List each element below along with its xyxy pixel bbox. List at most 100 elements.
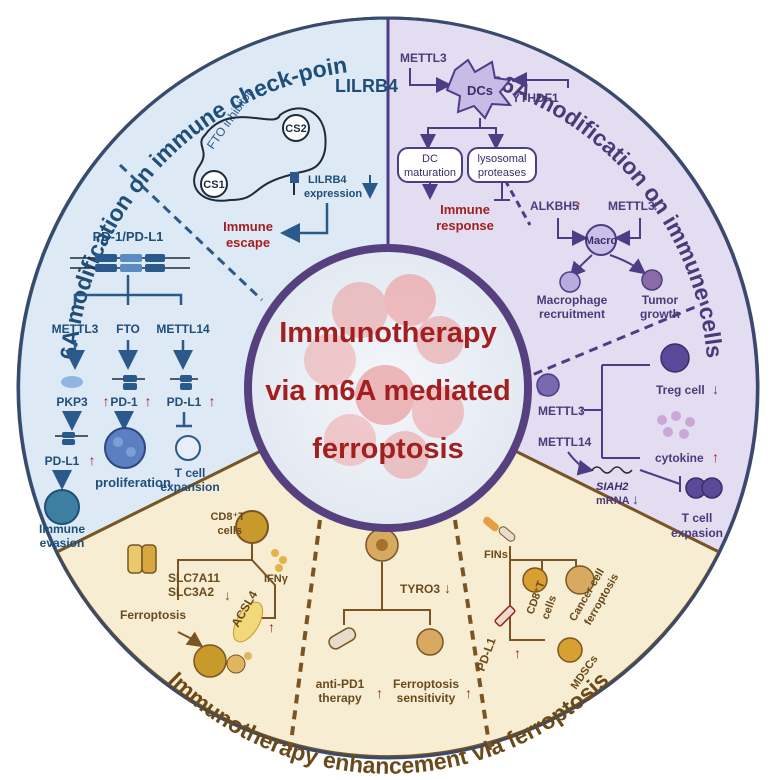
down-arrow-icon: ↓: [652, 197, 659, 213]
tumor-cell-cluster-icon: [104, 427, 146, 469]
down-arrow-icon: ↓: [578, 402, 585, 418]
cs1-circle: [200, 170, 228, 198]
mettl3-mid-label: METTL3: [608, 199, 655, 213]
up-arrow-icon: ↑: [712, 449, 719, 465]
down-arrow-icon: ↓: [444, 580, 451, 596]
tcell-expansion-1: T cell: [175, 466, 206, 480]
up-arrow-icon: ↑: [465, 685, 472, 701]
macrophage-small-icon: [559, 271, 581, 293]
tumor-mass-icon: [304, 274, 464, 479]
macrophage-icon: [585, 224, 617, 256]
lilrb4-expression-2: expression: [304, 188, 362, 200]
cancer-cell-icon: [365, 528, 399, 562]
lilrb4-expression-1: LILRB4: [308, 174, 347, 186]
pdl1-right-label: PD-L1: [167, 395, 202, 409]
pdl1-syringe-icon: [494, 605, 516, 627]
treg-cell-icon: [660, 343, 690, 373]
immune-evasion-2: evasion: [40, 536, 85, 550]
mettl3-top-label: METTL3: [400, 51, 447, 65]
fins-label: FINs: [484, 549, 508, 561]
slc3a2-label: SLC3A2: [168, 585, 214, 599]
treg-label: Treg cell: [656, 383, 705, 397]
ferroptotic-cell-icon: [416, 628, 444, 656]
lilrb4-title: LILRB4: [335, 76, 398, 96]
cytokine-icon: [657, 411, 695, 439]
drug-capsule-icon: [328, 627, 357, 650]
fto-label: FTO: [116, 322, 140, 336]
tumor-cell-icon: [44, 489, 80, 525]
up-arrow-icon: ↑: [103, 393, 110, 409]
cytokine-label: cytokine: [655, 451, 704, 465]
inhibit-arrow-icon: [494, 182, 510, 201]
ferroptosis-label: Ferroptosis: [120, 608, 186, 622]
pkp3-label: PKP3: [56, 395, 88, 409]
mettl3-label: METTL3: [52, 322, 99, 336]
down-arrow-icon: ↓: [712, 381, 719, 397]
ferroptosis-sensitivity-2: sensitivity: [397, 691, 456, 705]
tyro3-label: TYRO3: [400, 582, 440, 596]
pills-icon: [483, 516, 516, 542]
immune-escape-2: escape: [226, 235, 270, 250]
center-title-line3: ferroptosis: [312, 433, 463, 465]
up-arrow-icon: ↑: [145, 393, 152, 409]
dendritic-cell-icon: [445, 58, 513, 120]
arrow-connector: [280, 203, 329, 243]
pd1-label: PD-1: [110, 395, 138, 409]
acsl4-icon: [232, 601, 264, 643]
proliferation-label: proliferation: [95, 475, 171, 490]
slc-transporter-icon: [127, 544, 157, 574]
dashed-divider: [519, 298, 713, 382]
dividing-tcell-icon: [685, 477, 723, 499]
alkbh5-label: ALKBH5: [530, 199, 579, 213]
center-title-line1: Immunotherapy: [279, 317, 497, 349]
tumor-icon: [641, 269, 663, 291]
inhibit-arrow-icon: [176, 412, 192, 428]
mdsc-icon: [557, 637, 583, 663]
tumor-growth-1: Tumor: [642, 293, 679, 307]
cs2-label: CS2: [285, 123, 306, 135]
dashed-divider: [503, 179, 532, 226]
mettl14-label: METTL14: [538, 435, 592, 449]
macrophage-recruitment-2: recruitment: [539, 307, 605, 321]
tcell-expansion-2: expansion: [160, 480, 219, 494]
pdl1-receptor-icon: [170, 375, 198, 390]
tcell-expasion-2: expasion: [671, 526, 723, 540]
siah2-label: SIAH2: [596, 481, 628, 493]
cd8-t-cell-icon: [522, 567, 548, 593]
immune-response-1: Immune: [440, 202, 490, 217]
anti-pd1-2: therapy: [318, 691, 362, 705]
slc7a11-label: SLC7A11: [168, 571, 220, 585]
mrna-label: mRNA: [596, 495, 630, 507]
mrna-strand-icon: [591, 466, 633, 474]
lysosomal-1: lysosomal: [478, 153, 527, 165]
pd1-receptor-icon: [112, 375, 145, 390]
up-arrow-icon: ↑: [89, 452, 96, 468]
dc-maturation-2: maturation: [404, 167, 456, 179]
up-arrow-icon: ↑: [575, 197, 582, 213]
up-arrow-icon: ↑: [209, 393, 216, 409]
ferroptosis-sensitivity-1: Ferroptosis: [393, 677, 459, 691]
dashed-divider: [288, 519, 322, 751]
down-arrow-icon: ↓: [632, 491, 639, 507]
ifn-gamma-label: IFNγ: [264, 573, 289, 585]
pkp3-protein-icon: [61, 376, 83, 388]
center-title-line2: via m6A mediated: [265, 375, 511, 407]
tcell-expasion-1: T cell: [682, 511, 713, 525]
up-arrow-icon: ↑: [376, 685, 383, 701]
dc-maturation-1: DC: [422, 153, 438, 165]
immune-cells-content: METTL3 DCs YTHDF1 DC maturation lysosoma…: [397, 51, 723, 540]
down-arrow-icon: ↓: [224, 587, 231, 603]
cs2-circle: [282, 114, 310, 142]
cs1-label: CS1: [203, 179, 224, 191]
immune-response-2: response: [436, 218, 494, 233]
t-cell-icon: [175, 435, 201, 461]
ythdf1-label: YTHDF1: [512, 91, 559, 105]
cd8-cells-2: cells: [218, 525, 242, 537]
pdl1-left-receptor-icon: [55, 432, 88, 445]
dashed-divider: [453, 519, 492, 751]
up-arrow-icon: ↑: [268, 619, 275, 635]
cd8-cells-1: CD8⁺T: [210, 511, 245, 523]
inhibit-arrow-icon: [639, 469, 681, 492]
lilrb4-receptor-icon: [290, 172, 299, 183]
